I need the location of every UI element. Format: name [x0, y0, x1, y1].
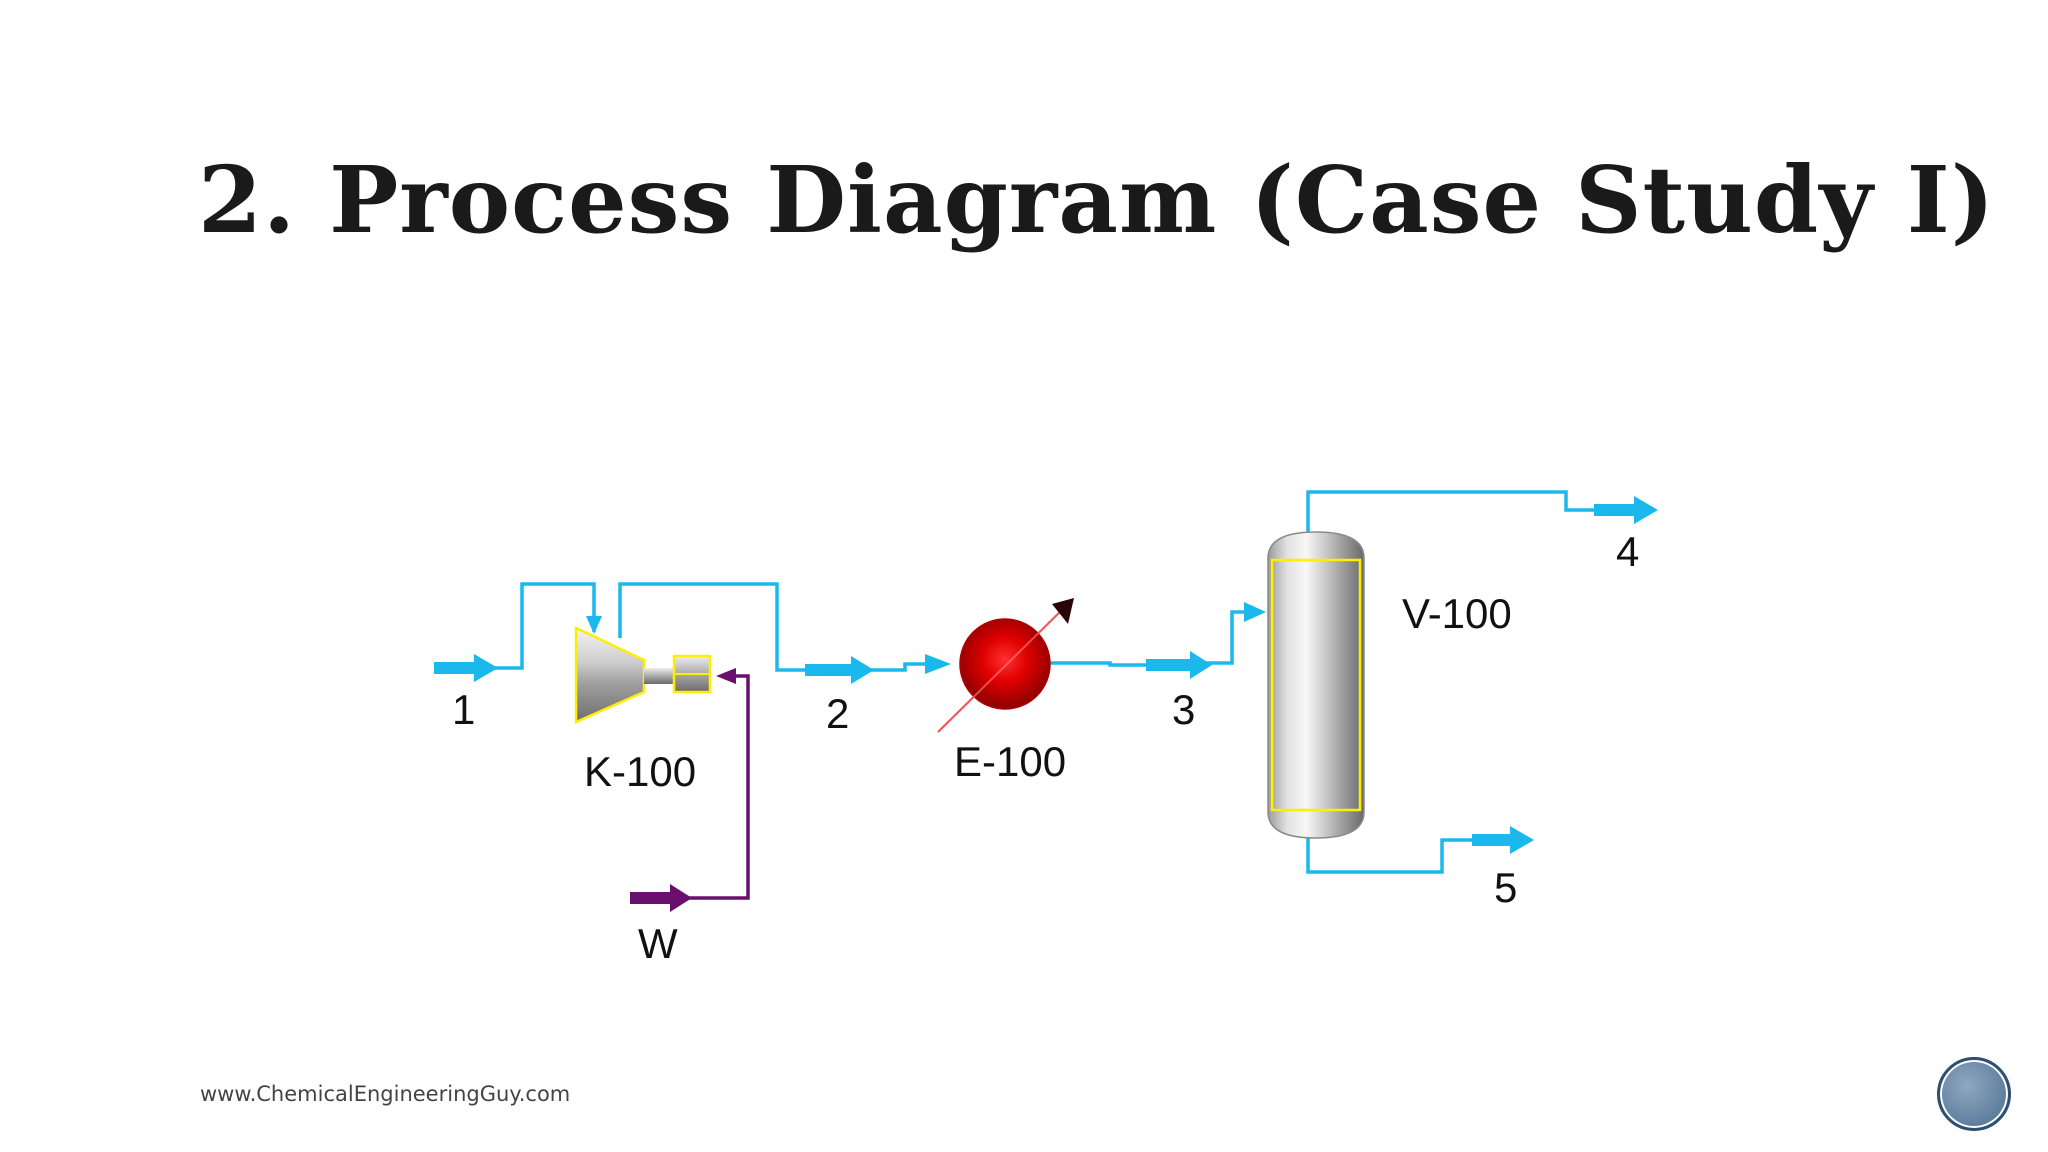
vessel-body [1267, 531, 1365, 839]
stream-w-arrow[interactable] [630, 884, 692, 912]
stream-1-line[interactable] [488, 582, 596, 670]
heater-body [959, 618, 1051, 710]
vessel-inlet-arrowhead [1244, 602, 1266, 622]
stream-w-line[interactable] [688, 674, 750, 900]
stream-label-1: 1 [452, 686, 475, 733]
heater-e100[interactable] [937, 598, 1074, 733]
stream-3-line[interactable] [1050, 610, 1246, 667]
heater-inlet-arrowhead [925, 654, 951, 674]
stream-3-arrow[interactable] [1146, 651, 1212, 679]
equipment-label-v100: V-100 [1402, 590, 1512, 637]
stream-5-arrow[interactable] [1472, 826, 1534, 854]
compressor-k100[interactable] [574, 626, 712, 724]
slide-logo-badge [1937, 1057, 2011, 1131]
separator-vessel-v100[interactable] [1267, 531, 1365, 839]
stream-label-4: 4 [1616, 528, 1639, 575]
vessel-outline [1270, 558, 1362, 812]
footer-website-url: www.ChemicalEngineeringGuy.com [200, 1082, 571, 1106]
stream-1-arrow[interactable] [434, 654, 498, 682]
compressor-body [574, 626, 646, 724]
stream-label-w: W [638, 920, 678, 967]
heater-duty-arrowhead [1052, 598, 1074, 624]
equipment-label-k100: K-100 [584, 748, 696, 795]
stream-5-line[interactable] [1306, 830, 1472, 874]
equipment-label-e100: E-100 [954, 738, 1066, 785]
slide-title: 2. Process Diagram (Case Study I) [198, 146, 1996, 254]
compressor-inlet-arrowhead [586, 616, 602, 634]
motor-energy-arrowhead [716, 668, 736, 684]
stream-label-3: 3 [1172, 686, 1195, 733]
stream-2-arrow[interactable] [805, 656, 874, 684]
stream-4-line[interactable] [1306, 490, 1594, 532]
stream-4-arrow[interactable] [1594, 496, 1658, 524]
stream-label-2: 2 [826, 690, 849, 737]
compressor-shaft [644, 668, 674, 684]
stream-2-line[interactable] [618, 582, 925, 672]
stream-label-5: 5 [1494, 864, 1517, 911]
